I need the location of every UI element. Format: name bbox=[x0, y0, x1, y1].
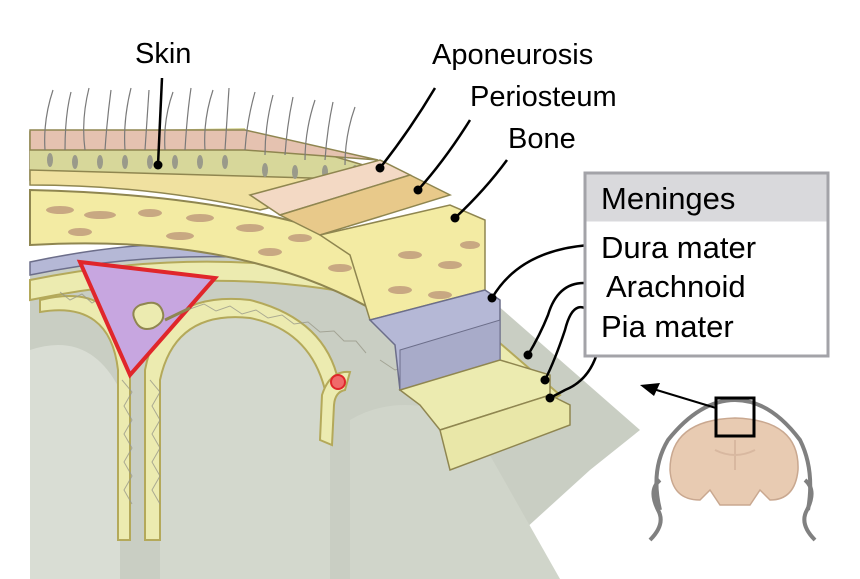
label-periosteum: Periosteum bbox=[470, 81, 617, 113]
label-pia-mater: Pia mater bbox=[601, 309, 734, 344]
label-dura-mater: Dura mater bbox=[601, 230, 756, 265]
label-aponeurosis: Aponeurosis bbox=[432, 39, 593, 71]
meninges-title: Meninges bbox=[601, 181, 735, 216]
label-bone: Bone bbox=[508, 123, 576, 155]
meninges-box: Meninges Dura mater Arachnoid Pia mater bbox=[583, 171, 830, 358]
head-inset bbox=[640, 383, 817, 542]
label-skin: Skin bbox=[135, 38, 191, 70]
arachnoid-granulation bbox=[132, 301, 165, 330]
label-arachnoid: Arachnoid bbox=[606, 269, 746, 304]
blood-vessel bbox=[330, 374, 346, 390]
